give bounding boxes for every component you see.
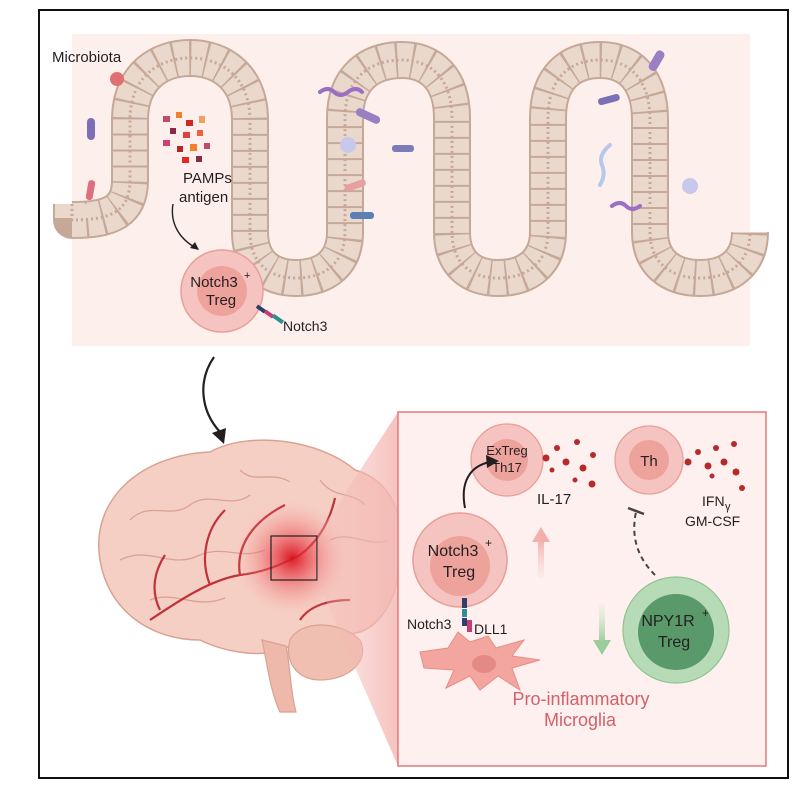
pamps-arrowhead	[190, 242, 199, 250]
brain-treg-name: Notch3	[428, 543, 479, 560]
microbe-rod-salmon	[344, 179, 366, 192]
microbe-coccus-red	[110, 72, 124, 86]
microbe-coccus-lavender	[340, 137, 356, 153]
microglia-label-line2: Microglia	[544, 710, 617, 730]
microbe-spiral-3	[598, 143, 612, 187]
gut-notch3-receptor-icon	[255, 304, 285, 325]
conversion-arrowhead	[486, 455, 499, 468]
microbe-rod-pink	[85, 180, 96, 201]
zoom-connector	[317, 412, 398, 766]
microbe-spiral-2	[610, 201, 642, 211]
microbe-rod-navy	[350, 212, 374, 219]
upregulation-arrow	[538, 540, 544, 578]
th-nucleus	[629, 440, 669, 480]
extreg-th17-nucleus	[486, 439, 528, 481]
npy1r-type: Treg	[658, 634, 690, 651]
inhibition-bar	[627, 506, 645, 516]
gut-treg-type: Treg	[206, 292, 236, 309]
microbe-rod-violet-2	[648, 50, 665, 72]
microbe-coccus-lavender-2	[682, 178, 698, 194]
il17-cytokines	[542, 439, 596, 488]
brain-notch3-label: Notch3	[407, 616, 452, 632]
microbe-spiral-1	[318, 87, 364, 97]
npy1r-treg-nucleus	[638, 594, 714, 670]
npy1r-sup: +	[702, 606, 709, 620]
th-label: Th	[640, 453, 658, 470]
gut-brain-arrow	[202, 356, 221, 433]
gut-notch3-receptor-label: Notch3	[283, 318, 328, 334]
ifn-gamma-sub: γ	[725, 501, 731, 513]
brain-treg-sup: +	[485, 536, 492, 550]
brain-notch3-treg-nucleus	[430, 536, 490, 596]
notch3-dll1-interaction	[462, 598, 472, 632]
gut-treg-sup: +	[244, 270, 250, 282]
downregulation-arrow	[599, 604, 605, 642]
pamps-label: PAMPs	[183, 170, 232, 187]
microglia-label-line1: Pro-inflammatory	[512, 689, 649, 709]
gut-brain-arrowhead	[212, 428, 226, 444]
microbe-rod-purple-2	[598, 93, 620, 106]
ifn-label: IFN	[702, 493, 725, 509]
brain-treg-type: Treg	[443, 564, 475, 581]
microbe-rod-blue	[392, 145, 414, 152]
th17-label: Th17	[492, 460, 522, 475]
pamps-fragments	[163, 112, 210, 163]
gut-notch3-treg-nucleus	[197, 266, 247, 316]
brainstem	[261, 639, 297, 713]
microglia-nucleus	[472, 655, 496, 673]
microbe-rod-purple	[87, 118, 95, 140]
dll1-label: DLL1	[474, 621, 508, 637]
il17-label: IL-17	[537, 491, 571, 508]
gut-treg-name: Notch3	[190, 274, 238, 291]
zoom-panel: ExTreg Th17 IL-17 Th IFN γ GM-CSF	[397, 411, 767, 767]
npy1r-name: NPY1R	[641, 613, 694, 630]
pamps-arrow	[171, 203, 197, 249]
conversion-arrow	[462, 461, 491, 509]
brain-gyri	[119, 469, 389, 603]
gmcsf-label: GM-CSF	[685, 513, 740, 529]
epithelium-cells	[55, 41, 767, 295]
ifn-gmcsf-cytokines	[684, 441, 745, 491]
microbe-rod-violet	[355, 108, 381, 124]
microbiota-label: Microbiota	[52, 49, 122, 66]
extreg-label: ExTreg	[486, 443, 527, 458]
downregulation-arrowhead	[593, 640, 611, 655]
gut-section: Microbiota PAMPs antigen Notch3 + Treg N…	[52, 34, 769, 346]
antigen-label: antigen	[179, 189, 228, 206]
upregulation-arrowhead	[532, 527, 550, 542]
